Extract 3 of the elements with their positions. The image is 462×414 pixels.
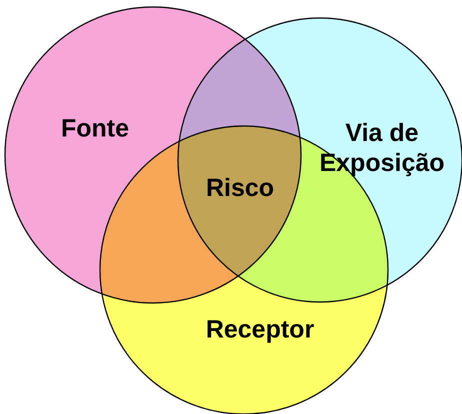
- circle-label: Fonte: [60, 114, 130, 144]
- intersection-label: Risco: [204, 173, 276, 203]
- circle-label: Receptor: [204, 314, 316, 344]
